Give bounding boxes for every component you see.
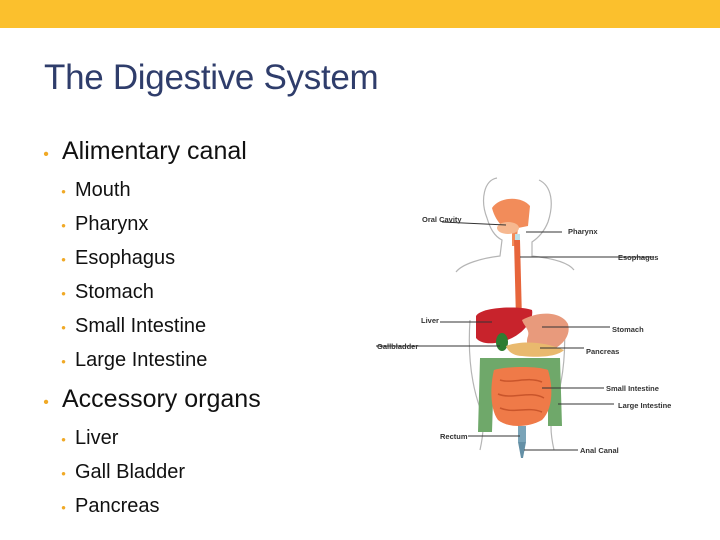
bullet-dot-icon: •	[61, 320, 66, 335]
label-pancreas: Pancreas	[586, 347, 620, 356]
small-intestine-shape	[491, 367, 552, 426]
gallbladder-shape	[496, 333, 508, 351]
slide-title: The Digestive System	[44, 58, 379, 97]
bullet-dot-icon: •	[43, 146, 49, 163]
bullet-dot-icon: •	[61, 432, 66, 447]
sub-bullet-text: Liver	[75, 427, 119, 449]
sub-bullet-text: Large Intestine	[75, 349, 208, 371]
sub-bullet-gall-bladder: • Gall Bladder	[30, 456, 360, 490]
label-gallbladder: Gallbladder	[377, 342, 419, 351]
bullet-dot-icon: •	[61, 286, 66, 301]
sub-bullet-pancreas: • Pancreas	[30, 490, 360, 524]
sub-bullet-text: Esophagus	[75, 247, 176, 269]
rectum-shape	[518, 426, 526, 442]
label-rectum: Rectum	[440, 432, 468, 441]
sub-bullet-text: Pharynx	[75, 213, 149, 235]
bullet-dot-icon: •	[43, 394, 49, 411]
liver-shape	[476, 307, 533, 344]
bullet-accessory-organs: • Accessory organs • Liver • Gall Bladder •…	[30, 382, 360, 524]
sub-bullet-text: Gall Bladder	[75, 461, 186, 483]
bullet-list: • Alimentary canal • Mouth • Pharynx • Esoph…	[30, 134, 360, 528]
sub-bullet-large-intestine: • Large Intestine	[30, 344, 360, 378]
large-intestine-shape	[478, 358, 562, 432]
label-oral-cavity: Oral Cavity	[422, 215, 462, 224]
bullet-dot-icon: •	[61, 354, 66, 369]
sub-list-accessory: • Liver • Gall Bladder • Pancreas	[30, 422, 360, 524]
sub-list-alimentary: • Mouth • Pharynx • Esophagus • Stomach • Sma…	[30, 174, 360, 378]
digestive-illustration	[376, 177, 654, 458]
sub-bullet-text: Pancreas	[75, 495, 160, 517]
bullet-text: Accessory organs	[62, 385, 261, 413]
label-pharynx: Pharynx	[568, 227, 598, 236]
stomach-shape	[522, 313, 569, 353]
label-liver: Liver	[421, 316, 439, 325]
label-small-intestine: Small Intestine	[606, 384, 659, 393]
sub-bullet-text: Stomach	[75, 281, 154, 303]
sub-bullet-esophagus: • Esophagus	[30, 242, 360, 276]
sub-bullet-pharynx: • Pharynx	[30, 208, 360, 242]
sub-bullet-mouth: • Mouth	[30, 174, 360, 208]
esophagus-shape	[514, 240, 522, 320]
leader-lines	[376, 221, 654, 451]
sub-bullet-stomach: • Stomach	[30, 276, 360, 310]
label-stomach: Stomach	[612, 325, 644, 334]
anal-canal-shape	[518, 442, 526, 458]
bullet-dot-icon: •	[61, 184, 66, 199]
sub-bullet-text: Mouth	[75, 179, 131, 201]
small-intestine-folds	[497, 378, 545, 413]
label-esophagus: Esophagus	[618, 253, 659, 262]
bullet-dot-icon: •	[61, 252, 66, 267]
oral-cavity-shape	[497, 222, 519, 234]
pancreas-shape	[506, 342, 564, 357]
bullet-alimentary-canal: • Alimentary canal • Mouth • Pharynx • Esoph…	[30, 134, 360, 378]
label-large-intestine: Large Intestine	[618, 401, 672, 410]
sub-bullet-text: Small Intestine	[75, 315, 207, 337]
digestive-system-diagram: Oral Cavity Pharynx Esophagus Liver Stom…	[372, 170, 682, 470]
bullet-dot-icon: •	[61, 500, 66, 515]
bullet-dot-icon: •	[61, 466, 66, 481]
bullet-dot-icon: •	[61, 218, 66, 233]
top-accent-bar	[0, 0, 720, 28]
sub-bullet-small-intestine: • Small Intestine	[30, 310, 360, 344]
sub-bullet-liver: • Liver	[30, 422, 360, 456]
label-anal-canal: Anal Canal	[580, 446, 619, 455]
bullet-text: Alimentary canal	[62, 137, 247, 165]
